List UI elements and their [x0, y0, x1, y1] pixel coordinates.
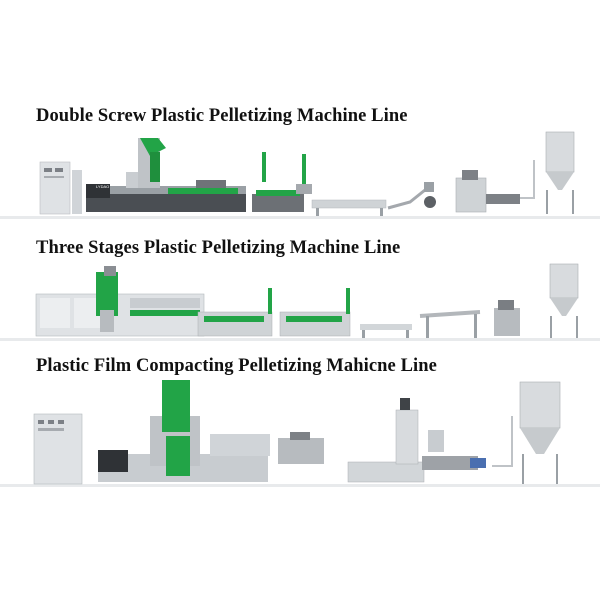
cooling-water-tank	[311, 199, 387, 216]
section-title-three-stages: Three Stages Plastic Pelletizing Machine…	[36, 238, 401, 258]
logo-mark: LYDAO	[96, 184, 109, 189]
filter-changer	[278, 432, 324, 464]
third-extruder	[279, 288, 351, 337]
storage-silo	[549, 263, 579, 338]
twin-screw-extruder	[86, 138, 266, 212]
second-extruder	[197, 288, 273, 337]
double-screw-line-illustration: LYDAO	[0, 131, 600, 219]
conveyor	[387, 182, 436, 210]
control-cabinet	[33, 413, 83, 485]
section-title-film-compacting: Plastic Film Compacting Pelletizing Mahi…	[36, 356, 437, 376]
film-compacting-line-illustration	[0, 380, 600, 487]
pelletizer	[455, 170, 520, 213]
second-stage-extruder	[252, 154, 312, 212]
pelletizer	[494, 300, 520, 336]
compactor-extruder	[98, 380, 270, 482]
storage-silo	[520, 131, 575, 214]
three-stages-line-illustration	[0, 263, 600, 341]
water-tank	[360, 324, 412, 338]
pelletizer	[422, 430, 486, 470]
control-cabinet	[39, 161, 82, 215]
storage-silo	[492, 381, 561, 484]
compactor-extruder	[35, 266, 205, 337]
section-title-double-screw: Double Screw Plastic Pelletizing Machine…	[36, 106, 408, 126]
conveyor-dryer	[419, 310, 481, 338]
water-tank	[347, 398, 425, 483]
